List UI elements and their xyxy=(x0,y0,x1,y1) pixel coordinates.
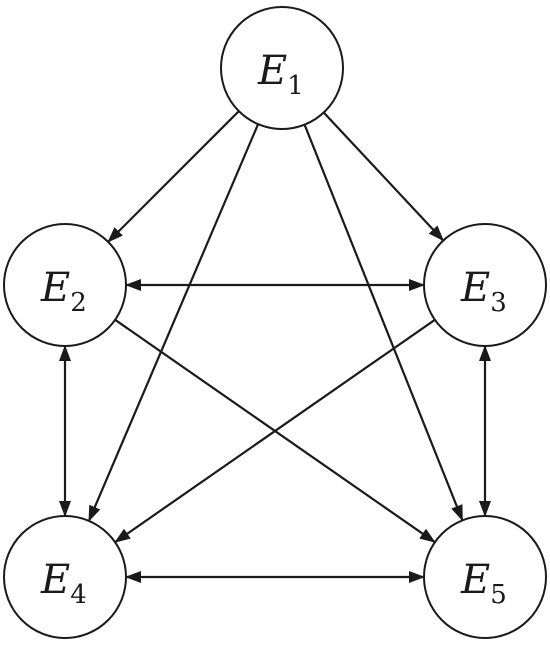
node-e3-label: E3 xyxy=(460,265,507,318)
node-e5: E5 xyxy=(423,515,547,639)
node-e4: E4 xyxy=(3,515,127,639)
edge-e1-e4 xyxy=(87,123,260,522)
node-e2-circle xyxy=(3,223,127,347)
edges-layer xyxy=(59,110,491,583)
node-e5-circle xyxy=(423,515,547,639)
node-e5-label: E5 xyxy=(460,557,507,610)
edge-e1-e5 xyxy=(303,124,464,522)
node-e3: E3 xyxy=(423,223,547,347)
node-e1-label: E1 xyxy=(257,48,304,101)
node-e3-circle xyxy=(423,223,547,347)
edge-e1-e3 xyxy=(322,111,445,242)
node-e2-label: E2 xyxy=(40,265,87,318)
node-e4-circle xyxy=(3,515,127,639)
node-e2: E2 xyxy=(3,223,127,347)
node-e4-label: E4 xyxy=(40,557,87,610)
node-e1-circle xyxy=(220,6,344,130)
node-e1: E1 xyxy=(220,6,344,130)
edge-e1-e2 xyxy=(107,110,240,243)
edge-e3-e4 xyxy=(114,318,436,544)
